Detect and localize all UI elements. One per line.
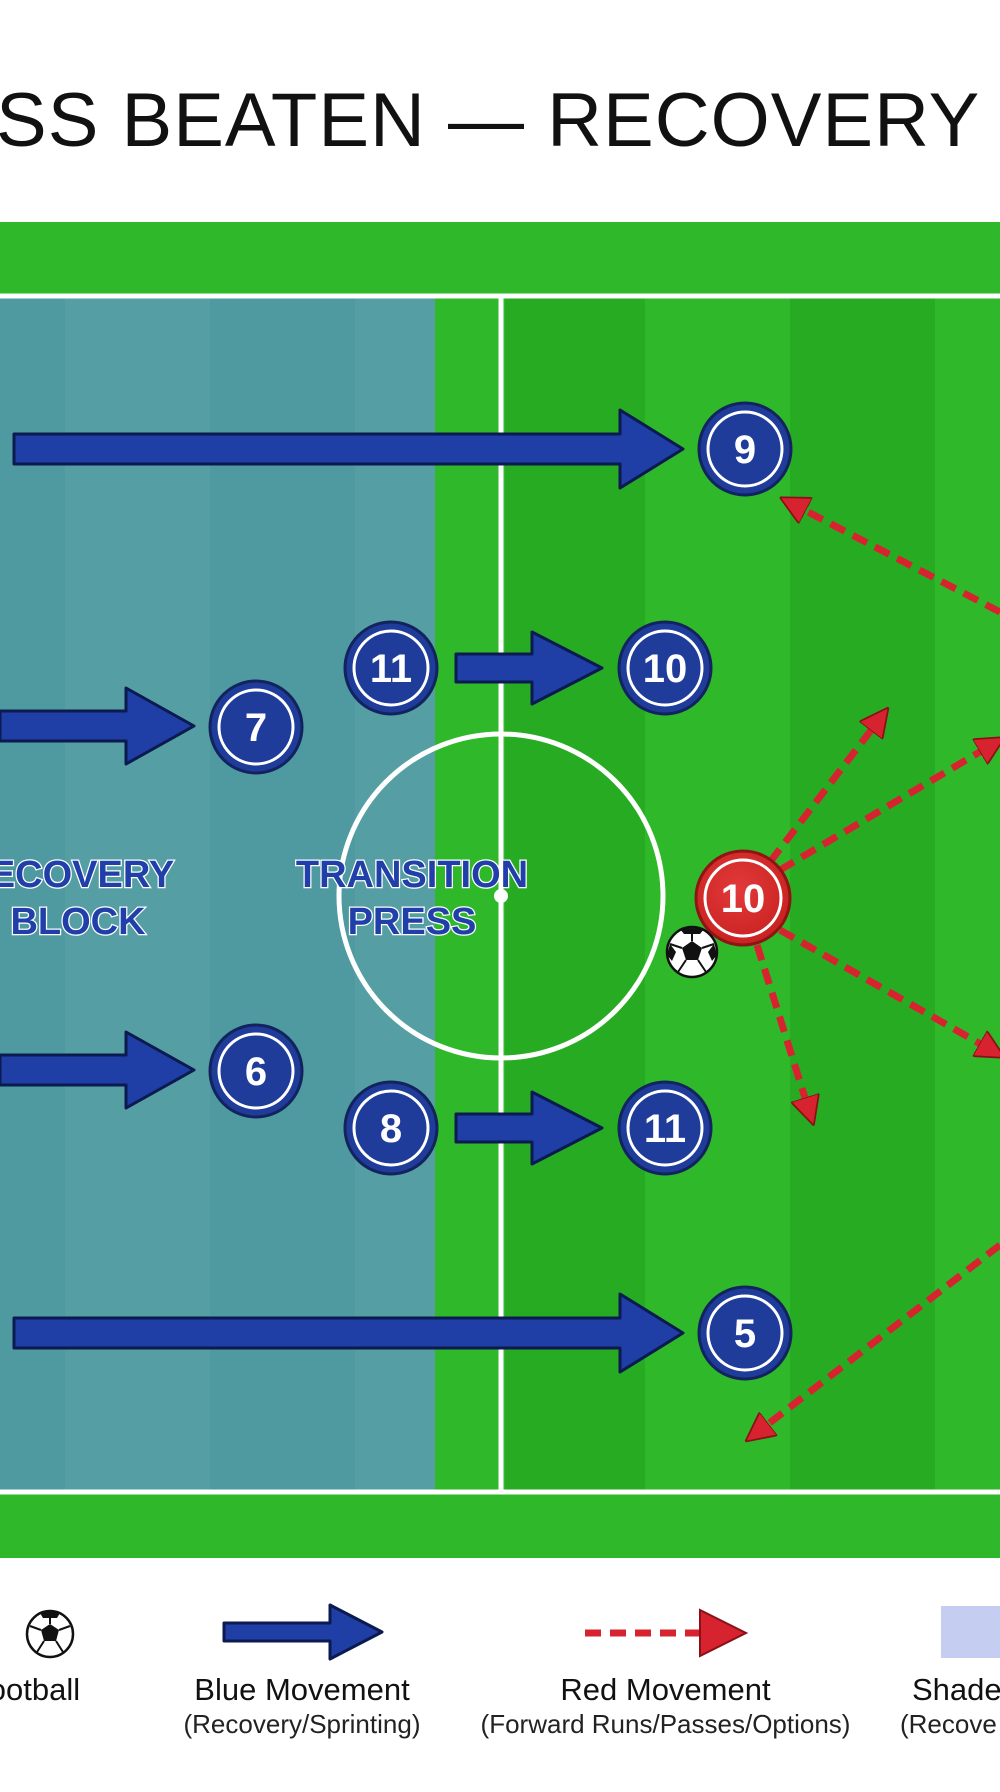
blue-player-10[interactable]: 10 xyxy=(617,620,713,716)
legend-blue-movement-sub: (Recovery/Sprinting) xyxy=(183,1709,421,1739)
svg-text:11: 11 xyxy=(370,647,412,691)
red-player-10[interactable]: 10 xyxy=(694,849,792,947)
legend-red-movement-sub: (Forward Runs/Passes/Options) xyxy=(480,1709,851,1739)
press-zone-label-1: TRANSITION xyxy=(296,854,528,896)
svg-text:7: 7 xyxy=(245,706,267,750)
red-arrow-right-down xyxy=(778,926,1000,1055)
svg-text:8: 8 xyxy=(380,1107,402,1151)
blue-arrow-to-9 xyxy=(12,408,685,490)
legend-football-label: Football xyxy=(0,1672,81,1707)
svg-text:5: 5 xyxy=(734,1312,756,1356)
legend-shade-sub: (Recove xyxy=(900,1709,997,1739)
red-arrow-down xyxy=(753,943,812,1120)
red-arrow-right-up xyxy=(778,740,1000,874)
recovery-zone-label-1: ECOVERY xyxy=(0,854,174,896)
blue-player-9[interactable]: 9 xyxy=(697,401,793,497)
red-arrow-bottom xyxy=(750,1242,1000,1438)
blue-player-11-bottom[interactable]: 11 xyxy=(617,1080,713,1176)
blue-arrow-to-11 xyxy=(454,1090,604,1166)
legend-blue-arrow-icon xyxy=(222,1603,384,1661)
blue-arrow-to-6 xyxy=(0,1030,196,1110)
blue-player-8[interactable]: 8 xyxy=(343,1080,439,1176)
red-arrow-top xyxy=(785,500,1000,616)
press-zone-label-2: PRESS xyxy=(348,901,477,943)
centre-spot xyxy=(494,889,508,903)
svg-text:10: 10 xyxy=(721,877,766,921)
legend-red-dashed-arrow-icon xyxy=(585,1608,749,1658)
svg-text:11: 11 xyxy=(644,1107,686,1151)
svg-text:6: 6 xyxy=(245,1050,267,1094)
blue-arrow-to-7 xyxy=(0,686,196,766)
centre-circle xyxy=(336,731,666,1061)
svg-text:10: 10 xyxy=(643,647,688,691)
title-text: SS BEATEN — RECOVERY SHAR xyxy=(0,78,1000,163)
legend-item-blue-movement: Blue Movement (Recovery/Sprinting) xyxy=(152,1672,452,1740)
blue-arrow-to-5 xyxy=(12,1292,685,1374)
legend-football-icon xyxy=(25,1609,75,1659)
legend-blue-movement-label: Blue Movement xyxy=(194,1672,410,1707)
legend-shade-swatch-icon xyxy=(941,1606,1000,1658)
blue-player-7[interactable]: 7 xyxy=(208,679,304,775)
recovery-zone-label-2: BLOCK xyxy=(10,901,146,943)
blue-player-5[interactable]: 5 xyxy=(697,1285,793,1381)
legend-shade-label: Shade xyxy=(912,1672,1000,1707)
red-arrow-up-right xyxy=(767,712,885,865)
legend-item-shade: Shade (Recove xyxy=(900,1672,1000,1740)
svg-text:9: 9 xyxy=(734,428,756,472)
legend-item-red-movement: Red Movement (Forward Runs/Passes/Option… xyxy=(463,1672,868,1740)
blue-player-6[interactable]: 6 xyxy=(208,1023,304,1119)
page-title: SS BEATEN — RECOVERY SHAR xyxy=(0,66,1000,176)
football-icon xyxy=(665,925,719,979)
legend-item-football: Football xyxy=(0,1672,110,1708)
legend-red-movement-label: Red Movement xyxy=(560,1672,771,1707)
blue-player-11-mid[interactable]: 11 xyxy=(343,620,439,716)
blue-arrow-to-10 xyxy=(454,630,604,706)
